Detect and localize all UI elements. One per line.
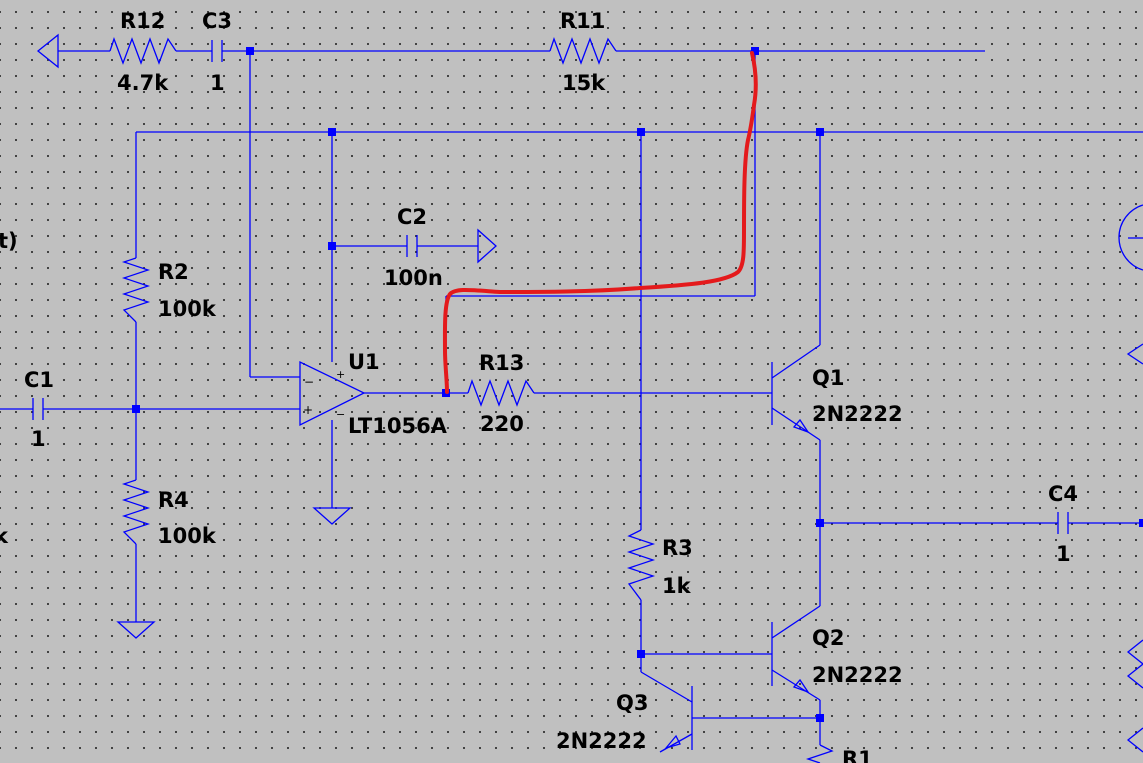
- red-annotation-stroke: [442, 51, 758, 394]
- q3-value: 2N2222: [556, 729, 647, 753]
- r3-ref: R3: [662, 536, 693, 560]
- output-port-arrow: [36, 33, 59, 69]
- u1-ref: U1: [348, 350, 380, 374]
- left-edge-fragment-paren: t): [0, 229, 18, 253]
- r12-ref: R12: [120, 9, 165, 33]
- c2-value: 100n: [384, 266, 443, 290]
- resistor-r1-partial[interactable]: [805, 744, 834, 763]
- c3-value: 1: [210, 71, 225, 95]
- c2-ref: C2: [397, 205, 427, 229]
- capacitor-c2[interactable]: [406, 235, 418, 257]
- ground-symbol-u1: [312, 507, 352, 525]
- r2-ref: R2: [158, 260, 189, 284]
- left-edge-fragment-k: k: [0, 524, 9, 548]
- resistor-r4[interactable]: [121, 479, 151, 545]
- ground-symbol-r4: [116, 621, 156, 639]
- wires: [0, 50, 1143, 745]
- capacitor-c1[interactable]: [32, 398, 44, 420]
- q1-ref: Q1: [812, 366, 844, 390]
- opamp-minus-sign: −: [304, 375, 314, 389]
- q3-ref: Q3: [616, 691, 648, 715]
- component-labels: R12 4.7k C3 1 R11 15k C2 100n R2 100k C1…: [0, 9, 1078, 763]
- q2-value: 2N2222: [812, 663, 903, 687]
- opamp-plus-sign: +: [303, 403, 313, 417]
- r3-value: 1k: [662, 574, 692, 598]
- ground-symbol-c2: [477, 228, 497, 264]
- u1-value: LT1056A: [348, 414, 448, 438]
- r13-value: 220: [480, 412, 524, 436]
- c4-ref: C4: [1048, 482, 1078, 506]
- transistor-q1[interactable]: [771, 344, 821, 441]
- r2-value: 100k: [158, 297, 217, 321]
- r4-ref: R4: [158, 488, 189, 512]
- resistor-r12[interactable]: [109, 37, 177, 65]
- capacitor-c4[interactable]: [1057, 512, 1069, 534]
- resistor-r3[interactable]: [626, 529, 656, 601]
- r4-value: 100k: [158, 524, 217, 548]
- c1-value: 1: [31, 427, 46, 451]
- right-edge-partial-symbols: [1118, 204, 1143, 753]
- opamp-vplus-sign: +: [336, 368, 345, 381]
- resistor-r13[interactable]: [467, 379, 535, 407]
- r12-value: 4.7k: [117, 71, 169, 95]
- c4-value: 1: [1056, 542, 1071, 566]
- transistor-q2[interactable]: [771, 605, 821, 701]
- transistor-q3[interactable]: [640, 671, 693, 753]
- c1-ref: C1: [24, 368, 54, 392]
- capacitor-c3[interactable]: [211, 40, 223, 62]
- junctions: [132, 47, 1143, 722]
- r11-value: 15k: [562, 71, 606, 95]
- r11-ref: R11: [560, 9, 605, 33]
- q1-value: 2N2222: [812, 402, 903, 426]
- r1-ref: R1: [842, 747, 873, 763]
- resistor-r2[interactable]: [121, 257, 151, 323]
- opamp-vminus-sign: −: [336, 408, 345, 421]
- opamp-u1[interactable]: − + + −: [299, 360, 366, 427]
- q2-ref: Q2: [812, 626, 844, 650]
- r13-ref: R13: [479, 351, 524, 375]
- c3-ref: C3: [202, 9, 232, 33]
- resistor-r11[interactable]: [549, 37, 617, 65]
